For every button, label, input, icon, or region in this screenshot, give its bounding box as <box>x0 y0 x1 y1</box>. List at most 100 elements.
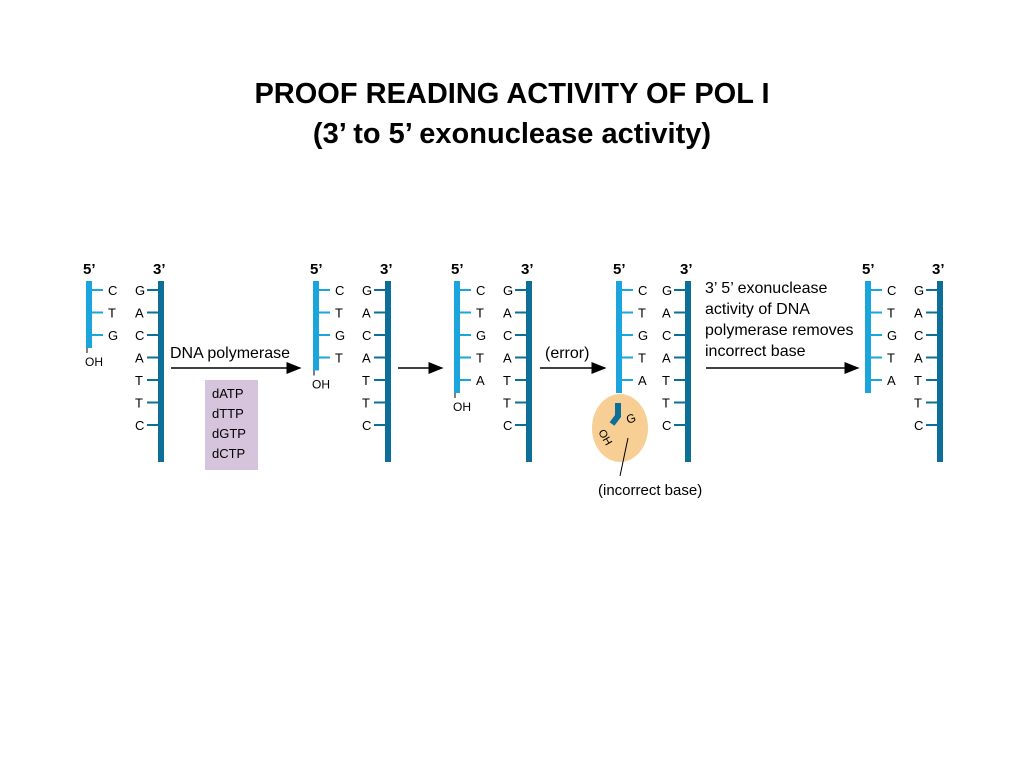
template-base: G <box>914 283 924 298</box>
five-prime-label: 5’ <box>310 261 323 278</box>
template-base: C <box>914 418 923 433</box>
dntp-item: dGTP <box>212 426 246 441</box>
template-base: T <box>362 373 370 388</box>
template-base: C <box>662 328 671 343</box>
template-base: T <box>135 373 143 388</box>
page-subtitle: (3’ to 5’ exonuclease activity) <box>312 118 712 150</box>
template-base: T <box>914 373 922 388</box>
template-strand-backbone <box>158 281 164 462</box>
template-base: A <box>362 306 371 321</box>
new-base: G <box>108 328 118 343</box>
three-prime-oh-label: OH <box>453 400 471 414</box>
template-base: T <box>662 396 670 411</box>
template-base: C <box>503 418 512 433</box>
three-prime-label: 3’ <box>680 261 693 278</box>
page-title: PROOF READING ACTIVITY OF POL I <box>254 78 770 110</box>
new-base: C <box>887 283 896 298</box>
five-prime-label: 5’ <box>613 261 626 278</box>
three-prime-label: 3’ <box>932 261 945 278</box>
template-base: G <box>662 283 672 298</box>
five-prime-label: 5’ <box>862 261 875 278</box>
template-base: G <box>362 283 372 298</box>
template-base: A <box>914 306 923 321</box>
dntp-item: dATP <box>212 386 244 401</box>
three-prime-oh-label: OH <box>312 378 330 392</box>
three-prime-label: 3’ <box>380 261 393 278</box>
template-base: A <box>503 306 512 321</box>
incorrect-base-highlight <box>592 394 648 462</box>
dna-stages: 5’3’CTGGACATTCOH5’3’CTGTGACATTCOH5’3’CTG… <box>83 261 945 462</box>
excised-nucleotide-stub <box>609 403 621 426</box>
exonuclease-label-line: 3’ 5’ exonuclease <box>705 280 828 297</box>
incorrect-base-pointer <box>619 437 629 477</box>
template-base: T <box>914 396 922 411</box>
template-base: A <box>662 351 671 366</box>
new-base: G <box>476 328 486 343</box>
template-base: A <box>503 351 512 366</box>
new-base: C <box>108 283 117 298</box>
five-prime-label: 5’ <box>83 261 96 278</box>
new-base: T <box>638 351 646 366</box>
template-base: G <box>135 283 145 298</box>
template-base: T <box>135 396 143 411</box>
template-base: T <box>503 396 511 411</box>
label-exonuclease: 3’ 5’ exonuclease activity of DNA polymera… <box>705 280 854 360</box>
new-strand-backbone <box>313 281 319 371</box>
five-prime-label: 5’ <box>451 261 464 278</box>
template-base: C <box>914 328 923 343</box>
new-strand-backbone <box>865 281 871 393</box>
new-base: T <box>476 306 484 321</box>
new-base: T <box>335 306 343 321</box>
new-strand-backbone <box>86 281 92 348</box>
new-base: C <box>335 283 344 298</box>
template-base: C <box>135 418 144 433</box>
new-base: C <box>638 283 647 298</box>
mismatch-base-label: G <box>624 410 638 426</box>
new-base: C <box>476 283 485 298</box>
label-incorrect-base: (incorrect base) <box>598 482 702 499</box>
template-strand-backbone <box>937 281 943 462</box>
template-base: C <box>503 328 512 343</box>
new-strand-backbone <box>616 281 622 393</box>
new-base: G <box>638 328 648 343</box>
new-base: T <box>335 351 343 366</box>
template-base: C <box>362 328 371 343</box>
exonuclease-label-line: polymerase removes <box>705 322 854 339</box>
template-strand-backbone <box>685 281 691 462</box>
label-dna-polymerase: DNA polymerase <box>170 345 290 362</box>
template-base: C <box>362 418 371 433</box>
label-error: (error) <box>545 345 589 362</box>
template-base: A <box>914 351 923 366</box>
template-base: C <box>662 418 671 433</box>
template-base: A <box>662 306 671 321</box>
dntp-box <box>205 380 258 470</box>
template-base: C <box>135 328 144 343</box>
dntp-item: dTTP <box>212 406 244 421</box>
template-base: T <box>503 373 511 388</box>
template-base: T <box>662 373 670 388</box>
template-strand-backbone <box>526 281 532 462</box>
new-base: G <box>335 328 345 343</box>
new-base: A <box>476 373 485 388</box>
new-base: T <box>887 306 895 321</box>
template-strand-backbone <box>385 281 391 462</box>
template-base: G <box>503 283 513 298</box>
template-base: T <box>362 396 370 411</box>
exonuclease-label-line: activity of DNA <box>705 301 810 318</box>
three-prime-label: 3’ <box>521 261 534 278</box>
new-base: A <box>887 373 896 388</box>
new-strand-backbone <box>454 281 460 393</box>
exonuclease-label-line: incorrect base <box>705 343 806 360</box>
three-prime-oh-label: OH <box>85 355 103 369</box>
template-base: A <box>362 351 371 366</box>
new-base: T <box>476 351 484 366</box>
new-base: A <box>638 373 647 388</box>
new-base: T <box>638 306 646 321</box>
